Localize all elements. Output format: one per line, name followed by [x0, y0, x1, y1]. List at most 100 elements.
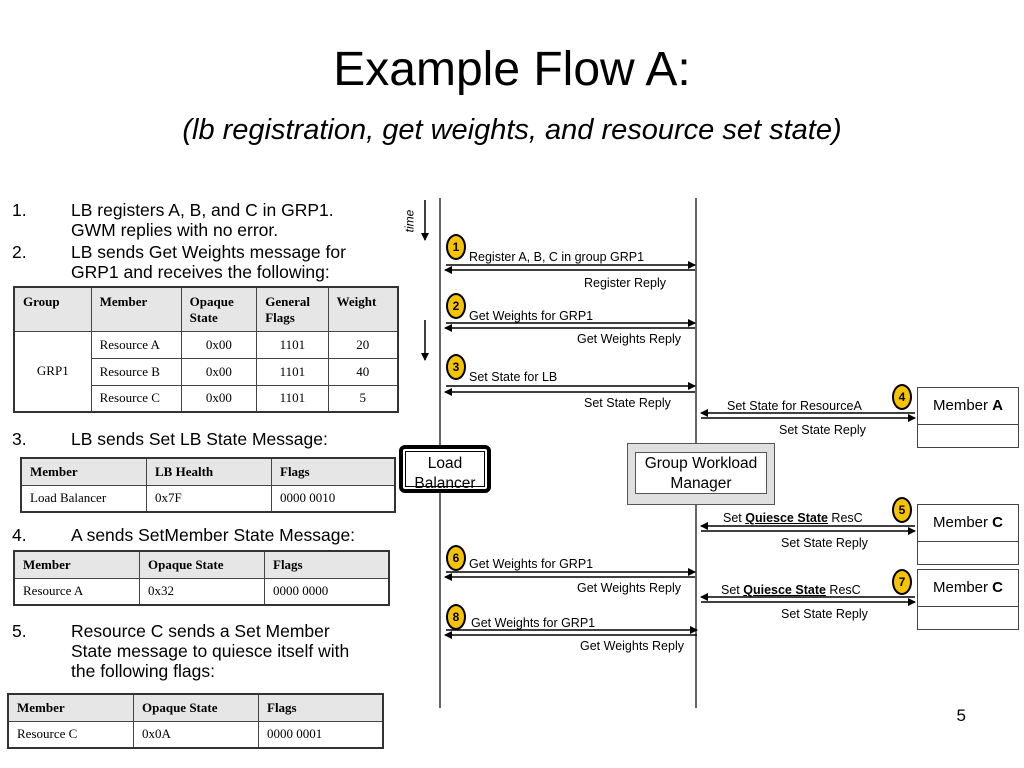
- member-a-label: Member A: [918, 388, 1018, 425]
- member-c-label: Member C: [918, 570, 1018, 607]
- table-row: Resource C 0x00 1101 5: [14, 384, 399, 413]
- table-row: Resource C 0x0A 0000 0001: [7, 720, 384, 749]
- step-text: LB sends Set LB State Message:: [71, 429, 328, 449]
- table-cell: Resource C: [90, 384, 182, 413]
- step-text: LB registers A, B, and C in GRP1. GWM re…: [71, 200, 334, 240]
- member-c-box: Member C: [917, 504, 1019, 565]
- step-number: 5.: [12, 621, 27, 641]
- step-badge-1: 1: [446, 234, 466, 260]
- column-header: Weight: [327, 286, 399, 332]
- table-cell: 0x0A: [133, 720, 259, 749]
- table-row: GRP1 Resource A 0x00 1101 20: [13, 330, 399, 413]
- load-balancer-box: Load Balancer: [399, 445, 491, 493]
- msg-register: Register A, B, C in group GRP1: [469, 250, 645, 264]
- msg-setstate-reply-c2: Set State Reply: [781, 607, 868, 621]
- gwm-label-l1: Group Workload: [644, 455, 758, 472]
- step-3: 3. LB sends Set LB State Message:: [12, 429, 412, 449]
- step-text: LB sends Get Weights message for GRP1 an…: [71, 242, 346, 282]
- msg-getweights-reply-1: Get Weights Reply: [577, 332, 681, 346]
- column-header: LB Health: [146, 457, 272, 486]
- step-5: 5. Resource C sends a Set Member State m…: [12, 621, 412, 681]
- step-text-line: LB registers A, B, and C in GRP1.: [71, 200, 334, 220]
- step-badge-3: 3: [446, 354, 466, 380]
- group-cell: GRP1: [13, 330, 92, 413]
- msg-setstate-reply-c1: Set State Reply: [781, 536, 868, 550]
- table-cell: 5: [327, 384, 399, 413]
- step-badge-2: 2: [446, 293, 466, 319]
- step-text: Resource C sends a Set Member State mess…: [71, 621, 349, 681]
- table-cell: 0x7F: [146, 484, 272, 513]
- slide-subtitle: (lb registration, get weights, and resou…: [182, 114, 842, 146]
- gwm-box: Group Workload Manager: [627, 443, 775, 505]
- step-number: 1.: [12, 200, 27, 220]
- column-header: Member: [20, 457, 147, 486]
- msg-setstate-resA: Set State for ResourceA: [727, 399, 862, 413]
- msg-quiesce-1: Set Quiesce State ResC: [723, 511, 863, 525]
- msg-getweights-2: Get Weights for GRP1: [469, 557, 594, 571]
- msg-setstate-reply-a: Set State Reply: [779, 423, 866, 437]
- table-cell: 40: [327, 357, 399, 386]
- step-text: A sends SetMember State Message:: [71, 525, 356, 545]
- msg-getweights-1: Get Weights for GRP1: [469, 309, 594, 323]
- table-cell: Load Balancer: [20, 484, 147, 513]
- column-header: Member: [13, 550, 140, 579]
- msg-getweights-reply-3: Get Weights Reply: [580, 639, 684, 653]
- table-cell: Resource B: [90, 357, 182, 386]
- column-header: Group: [13, 286, 92, 332]
- slide-number: 5: [956, 706, 966, 725]
- step-number: 4.: [12, 525, 27, 545]
- msg-register-reply: Register Reply: [584, 276, 666, 290]
- table-cell: 0000 0010: [271, 484, 396, 513]
- gwm-label-l2: Manager: [670, 475, 732, 492]
- time-label: time: [402, 209, 417, 233]
- step-4: 4. A sends SetMember State Message:: [12, 525, 412, 545]
- column-header: Flags: [264, 550, 390, 579]
- step-text-line: Resource C sends a Set Member: [71, 621, 330, 641]
- table-cell: Resource A: [13, 577, 140, 606]
- column-header: Opaque State: [139, 550, 265, 579]
- msg-setstate-lb: Set State for LB: [469, 370, 558, 384]
- step-text-line: the following flags:: [71, 661, 215, 681]
- step-badge-5: 5: [892, 497, 912, 523]
- table-cell: Resource C: [7, 720, 134, 749]
- step-text-line: GWM replies with no error.: [71, 220, 279, 240]
- msg-quiesce-2: Set Quiesce State ResC: [721, 583, 861, 597]
- table-cell: 0000 0000: [264, 577, 390, 606]
- step-text-line: GRP1 and receives the following:: [71, 262, 330, 282]
- table-row: Resource A 0x32 0000 0000: [13, 577, 390, 606]
- column-header: Opaque State: [133, 693, 259, 722]
- table-row: Resource B 0x00 1101 40: [14, 357, 399, 386]
- step-1: 1. LB registers A, B, and C in GRP1. GWM…: [12, 200, 412, 240]
- msg-getweights-reply-2: Get Weights Reply: [577, 581, 681, 595]
- step-badge-6: 6: [446, 545, 466, 571]
- table-row: Load Balancer 0x7F 0000 0010: [20, 484, 396, 513]
- step-badge-8: 8: [446, 604, 466, 630]
- table-cell: 0000 0001: [258, 720, 384, 749]
- step-text-line: State message to quiesce itself with: [71, 641, 350, 661]
- lb-label-l2: Balancer: [414, 475, 476, 492]
- member-c-label: Member C: [918, 505, 1018, 542]
- table-cell: 1101: [256, 330, 329, 359]
- member-c-box-2: Member C: [917, 569, 1019, 630]
- msg-getweights-3: Get Weights for GRP1: [471, 616, 596, 630]
- step-badge-7: 7: [892, 569, 912, 595]
- table-cell: 0x32: [139, 577, 265, 606]
- table-cell: 0x00: [180, 330, 258, 359]
- step-badge-4: 4: [892, 384, 912, 410]
- member-state-table: Member Opaque State Flags Resource A 0x3…: [13, 550, 390, 606]
- slide-title: Example Flow A:: [333, 43, 691, 96]
- step-number: 3.: [12, 429, 27, 449]
- member-a-box: Member A: [917, 387, 1019, 448]
- table-cell: 1101: [256, 384, 329, 413]
- lb-state-table: Member LB Health Flags Load Balancer 0x7…: [20, 457, 396, 513]
- column-header: Flags: [271, 457, 396, 486]
- step-2: 2. LB sends Get Weights message for GRP1…: [12, 242, 412, 282]
- step-text-line: LB sends Get Weights message for: [71, 242, 346, 262]
- step-number: 2.: [12, 242, 27, 262]
- lb-label-l1: Load: [427, 455, 463, 472]
- quiesce-table: Member Opaque State Flags Resource C 0x0…: [7, 693, 384, 749]
- msg-setstate-reply-lb: Set State Reply: [584, 396, 671, 410]
